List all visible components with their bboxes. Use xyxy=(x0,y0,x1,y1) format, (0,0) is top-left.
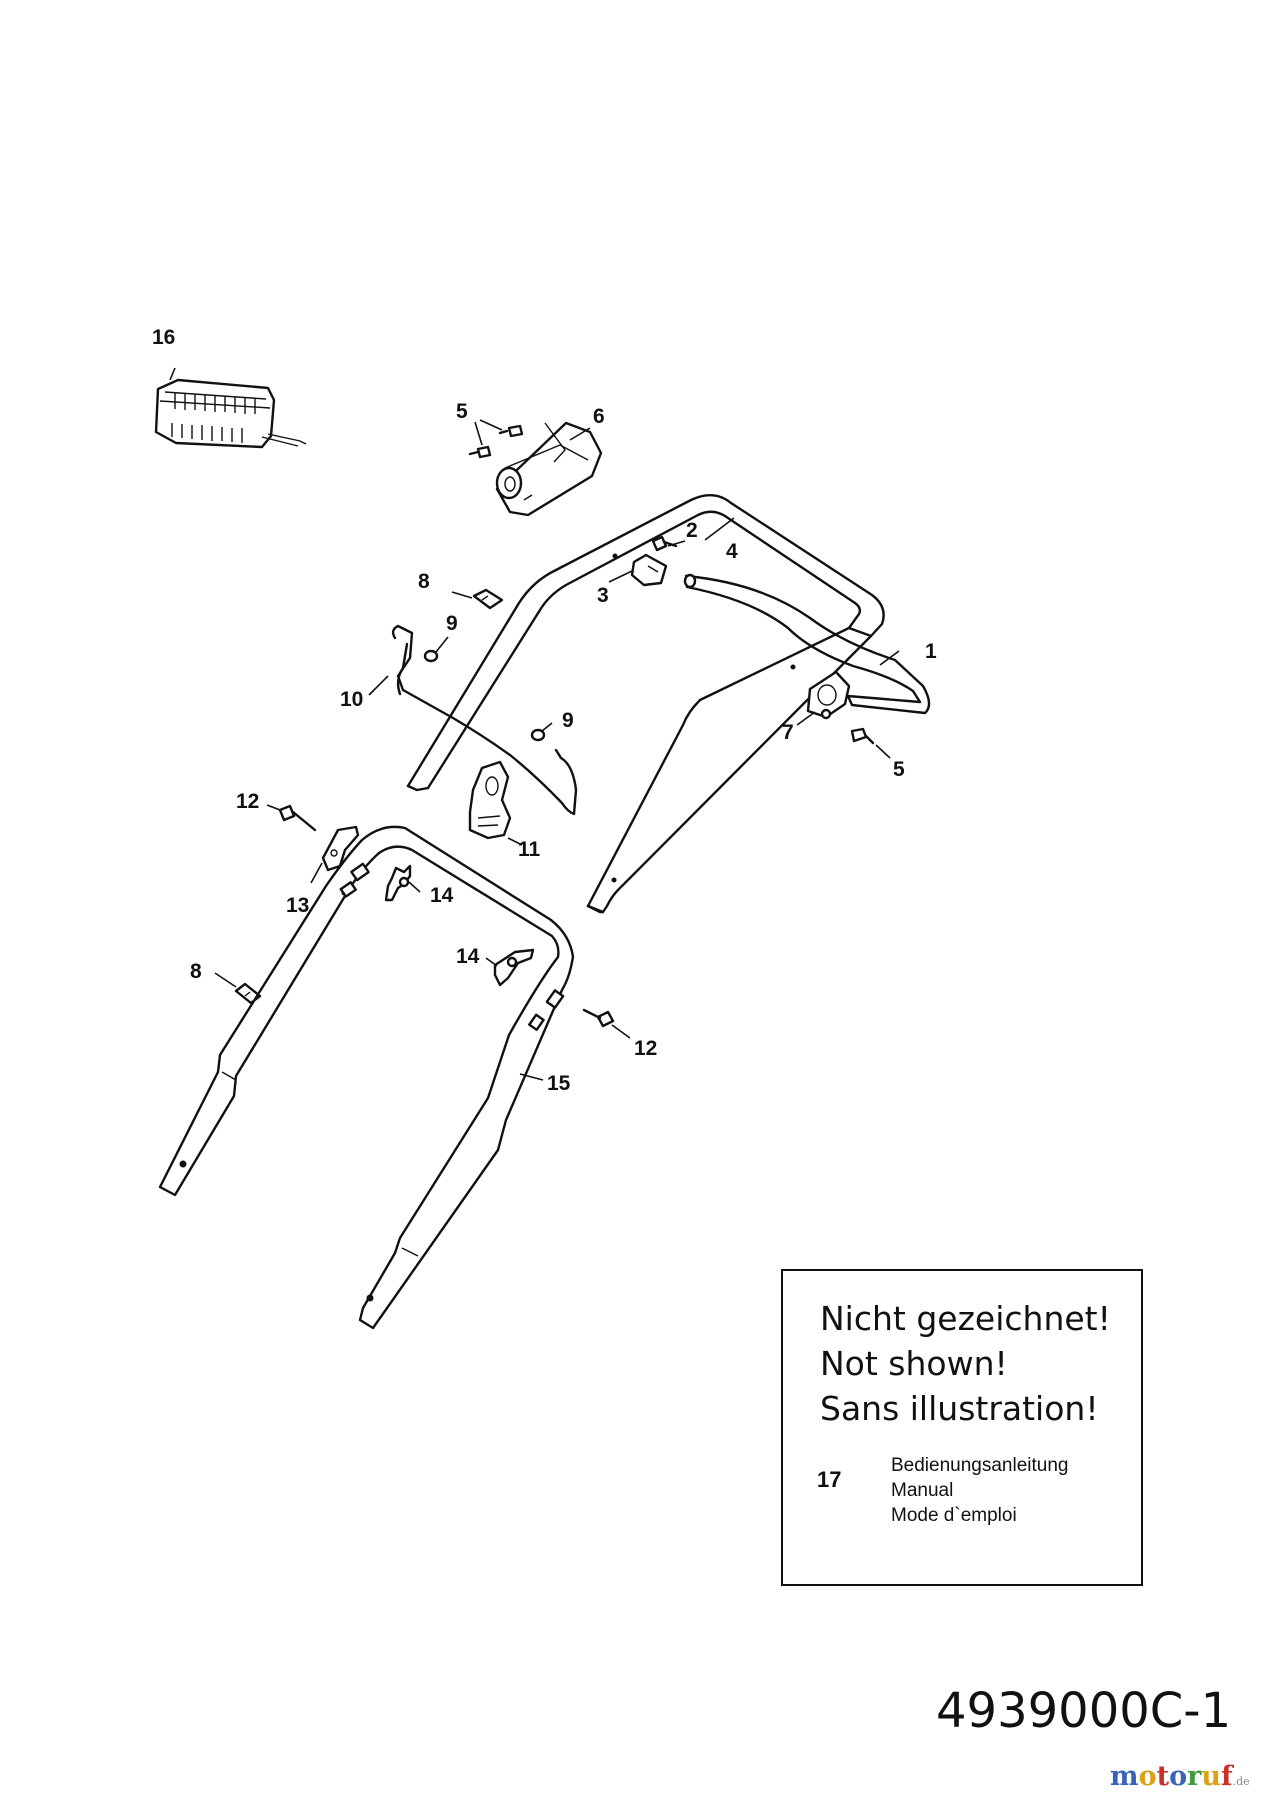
part-label-15: 15 xyxy=(547,1072,571,1095)
logo-letter: o xyxy=(1169,1761,1188,1792)
note-line-german: Nicht gezeichnet! xyxy=(820,1299,1111,1338)
cover-part-6 xyxy=(495,421,603,517)
drawing-number: 4939000C-1 xyxy=(936,1683,1232,1739)
logo-letter: u xyxy=(1201,1761,1221,1792)
part-label-8-second: 8 xyxy=(190,960,202,983)
part-label-10: 10 xyxy=(340,688,363,711)
screw-part-5-top xyxy=(468,424,524,459)
logo-letter: f xyxy=(1220,1761,1233,1792)
part-label-8: 8 xyxy=(418,570,430,593)
part-label-11: 11 xyxy=(518,838,541,861)
lower-handle-part-15 xyxy=(158,825,575,1330)
spacer-part-8-bottom xyxy=(234,982,262,1005)
logo-letter: r xyxy=(1187,1761,1202,1792)
wing-nut-part-14-bottom xyxy=(493,948,535,987)
spacer-part-8-top xyxy=(472,588,504,610)
wire-rod-part-10 xyxy=(391,624,578,816)
wing-nut-part-14-top xyxy=(384,864,412,902)
part-label-6: 6 xyxy=(593,405,605,428)
part-label-9-second: 9 xyxy=(562,709,574,732)
upper-handle-part-4 xyxy=(406,494,885,914)
part-label-14: 14 xyxy=(430,884,454,907)
bolt-part-12-bottom xyxy=(582,1008,615,1028)
note-line-english: Not shown! xyxy=(820,1344,1008,1383)
manual-line-german: Bedienungsanleitung xyxy=(891,1455,1069,1476)
screw-part-2 xyxy=(651,535,678,552)
charger-part-16 xyxy=(154,378,307,449)
part-label-9: 9 xyxy=(446,612,458,635)
bolt-part-12-top xyxy=(278,804,317,832)
leader-lines xyxy=(169,367,900,1081)
bracket-part-13 xyxy=(321,825,360,872)
part-label-4: 4 xyxy=(726,540,738,563)
part-label-17: 17 xyxy=(817,1467,842,1492)
not-shown-note-box: Nicht gezeichnet! Not shown! Sans illust… xyxy=(781,1269,1143,1586)
part-label-5: 5 xyxy=(456,400,468,423)
logo-letter: t xyxy=(1156,1761,1170,1792)
logo-tld: .de xyxy=(1232,1775,1250,1788)
nut-part-9-top xyxy=(423,649,439,663)
part-label-16: 16 xyxy=(152,326,175,349)
bail-lever-part-1 xyxy=(683,573,931,715)
part-label-7: 7 xyxy=(782,721,794,744)
manual-line-french: Mode d`emploi xyxy=(891,1505,1017,1526)
logo-letter: m xyxy=(1110,1761,1139,1792)
nut-part-9-middle xyxy=(530,728,546,742)
part-label-3: 3 xyxy=(597,584,609,607)
note-line-french: Sans illustration! xyxy=(820,1389,1099,1428)
clamp-part-7 xyxy=(806,670,851,720)
part-label-13: 13 xyxy=(286,894,309,917)
brand-logo: motoruf.de xyxy=(1110,1761,1250,1792)
part-number-labels: 16 5 6 2 4 3 8 9 1 10 9 7 5 12 11 14 13 … xyxy=(152,326,937,1095)
part-label-5-second: 5 xyxy=(893,758,905,781)
screw-part-5-bottom xyxy=(850,727,875,745)
clamp-part-3 xyxy=(630,553,668,587)
part-label-12: 12 xyxy=(236,790,259,813)
cable-guide-part-11 xyxy=(468,760,512,840)
part-label-12-second: 12 xyxy=(634,1037,657,1060)
logo-letter: o xyxy=(1138,1761,1157,1792)
part-label-2: 2 xyxy=(686,519,698,542)
part-label-1: 1 xyxy=(925,640,937,663)
part-label-14-second: 14 xyxy=(456,945,480,968)
manual-line-english: Manual xyxy=(891,1480,954,1501)
